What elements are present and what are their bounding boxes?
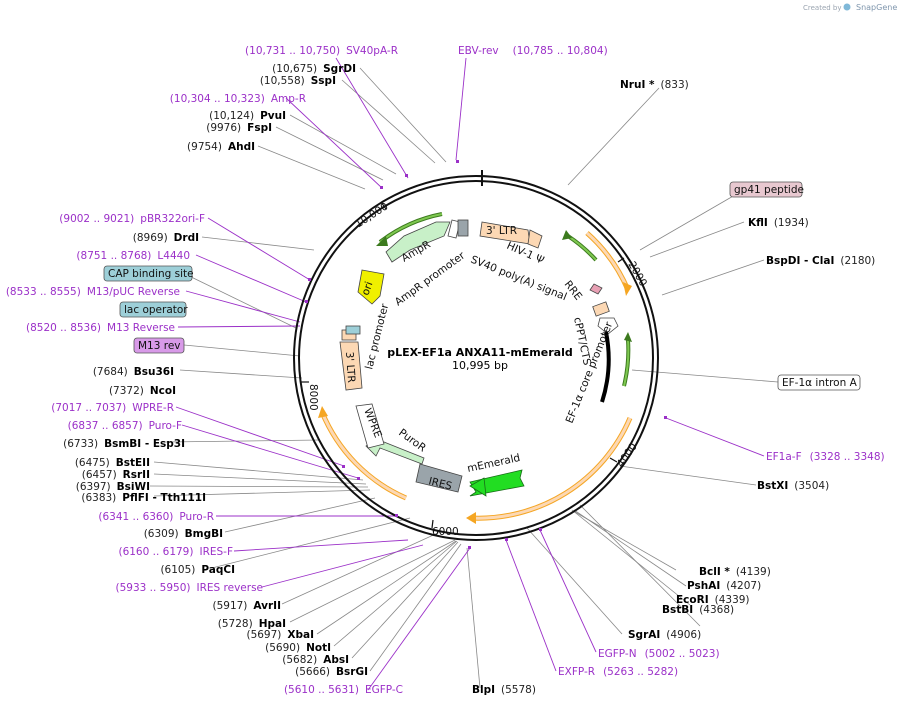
feature-label-ires: IRES (427, 475, 453, 492)
feature-label-ori: ori (360, 280, 376, 297)
site-ecori[interactable]: EcoRI(4339) (676, 594, 750, 606)
primer-egfp-n[interactable]: EGFP-N(5002 .. 5023) (598, 648, 720, 660)
rre-feature[interactable] (589, 283, 603, 295)
site-avrii[interactable]: (5917)AvrII (212, 600, 281, 612)
primer-ef1a-f[interactable]: EF1a-F(3328 .. 3348) (766, 451, 885, 463)
site-hpai[interactable]: (5728)HpaI (218, 618, 286, 630)
tick-marks (301, 201, 625, 529)
site-rsrii[interactable]: (6457)RsrII (82, 469, 150, 481)
feature-label-memerald: mEmerald (466, 452, 521, 475)
snapgene-logo-icon (843, 3, 851, 11)
site-bsrgi[interactable]: (5666)BsrGI (295, 666, 368, 678)
cap-binding-box[interactable] (103, 265, 193, 282)
plasmid-length: 10,995 bp (452, 359, 508, 372)
site-bsmbi-esp3i[interactable]: (6733)BsmBI - Esp3I (63, 438, 185, 450)
primer-pbr322ori-f[interactable]: (9002 .. 9021)pBR322ori-F (59, 213, 205, 225)
site-pshai[interactable]: PshAI(4207) (687, 580, 761, 592)
gp41-label: gp41 peptide (734, 184, 804, 196)
ltr-small-box (527, 229, 543, 249)
gray-feature (457, 219, 469, 237)
site-bsiwi[interactable]: (6397)BsiWI (76, 481, 150, 493)
tick-label-8000: 8000 (307, 384, 319, 411)
m13-rev-box[interactable] (133, 337, 185, 354)
primer-amp-r[interactable]: (10,304 .. 10,323)Amp-R (170, 93, 306, 105)
primer-puro-r[interactable]: (6341 .. 6360)Puro-R (98, 511, 214, 523)
memerald-arrowhead (469, 477, 487, 497)
green-arcs (376, 212, 632, 387)
site-bstxi[interactable]: BstXI(3504) (757, 480, 829, 492)
site-absi[interactable]: (5682)AbsI (282, 654, 349, 666)
site-drdi[interactable]: (8969)DrdI (133, 232, 199, 244)
primer-l4440[interactable]: (8751 .. 8768)L4440 (76, 250, 190, 262)
site-fspi[interactable]: (9976)FspI (206, 122, 272, 134)
feature-label-sv40-polya: SV40 poly(A) signal (469, 254, 569, 304)
primer-leader-lines (175, 57, 765, 691)
primer-ring-marks (305, 160, 667, 549)
site-nrui[interactable]: NruI *(833) (620, 79, 689, 91)
site-bspdi-clai[interactable]: BspDI - ClaI(2180) (766, 255, 875, 267)
tick-label-10000: 10,000 (353, 200, 390, 230)
site-ahdi[interactable]: (9754)AhdI (187, 141, 255, 153)
ampr-feature[interactable] (385, 221, 451, 263)
site-pflfi-tth111i[interactable]: (6383)PflFI - Tth111I (81, 492, 206, 504)
primer-exfp-r[interactable]: EXFP-R(5263 .. 5282) (558, 666, 678, 678)
tick-label-2000: 2000 (625, 260, 649, 289)
site-kfli[interactable]: KflI(1934) (748, 217, 809, 229)
site-noti[interactable]: (5690)NotI (265, 642, 331, 654)
site-sgrai[interactable]: SgrAI(4906) (628, 629, 701, 641)
primer-m13-reverse[interactable]: (8520 .. 8536)M13 Reverse (26, 322, 175, 334)
primer-ebv-rev[interactable]: EBV-rev(10,785 .. 10,804) (458, 45, 608, 57)
site-bstbi[interactable]: BstBI(4368) (662, 604, 734, 616)
ef1a-intron-feature[interactable] (600, 331, 611, 403)
site-bsteii[interactable]: (6475)BstEII (75, 457, 150, 469)
feature-label-lac-promoter: lac promoter (363, 302, 391, 371)
lac-operator-label-box[interactable] (119, 301, 187, 318)
primer-wpre-r[interactable]: (7017 .. 7037)WPRE-R (51, 402, 174, 414)
site-bcli[interactable]: BclI *(4139) (699, 566, 771, 578)
site-pvui[interactable]: (10,124)PvuI (209, 110, 286, 122)
ampr-promoter-feature[interactable] (447, 219, 461, 239)
site-bsu36i[interactable]: (7684)Bsu36I (93, 366, 174, 378)
feature-label-3ltr-top: 3' LTR (486, 225, 517, 237)
gp41-box[interactable] (729, 181, 803, 198)
primer-ires-reverse[interactable]: (5933 .. 5950)IRES reverse (116, 582, 264, 594)
cap-binding-label: CAP binding site (108, 268, 194, 280)
ires-feature[interactable] (415, 463, 463, 493)
snapgene-logo-text: SnapGene (856, 3, 897, 12)
outer-feature-arcs (318, 231, 633, 524)
feature-label-3ltr-left: 3' LTR (343, 351, 357, 383)
plasmid-title: pLEX-EF1a ANXA11-mEmerald (387, 346, 572, 359)
ori-feature[interactable] (357, 269, 385, 305)
tick-label-6000: 6000 (432, 526, 459, 538)
primer-m13-puc-reverse[interactable]: (8533 .. 8555)M13/pUC Reverse (6, 286, 180, 298)
m13-rev-label: M13 rev (138, 340, 181, 352)
primer-puro-f[interactable]: (6837 .. 6857)Puro-F (68, 420, 182, 432)
ltr-3-left-feature[interactable] (339, 341, 363, 391)
ef1a-intron-label: EF-1α intron A (782, 377, 858, 389)
lac-operator-box (345, 325, 361, 335)
site-ncoi[interactable]: (7372)NcoI (109, 385, 176, 397)
site-bmgbi[interactable]: (6309)BmgBI (144, 528, 223, 540)
plasmid-backbone (293, 170, 659, 541)
tick-label-4000: 4000 (615, 441, 640, 470)
site-paqci[interactable]: (6105)PaqCI (160, 564, 235, 576)
ef1a-core-promoter-feature[interactable] (597, 317, 619, 335)
lac-operator-label: lac operator (124, 304, 188, 316)
primer-egfp-c[interactable]: (5610 .. 5631)EGFP-C (284, 684, 403, 696)
cppt-feature[interactable] (592, 301, 610, 317)
site-xbai[interactable]: (5697)XbaI (246, 629, 314, 641)
site-sgrdi[interactable]: (10,675)SgrDI (272, 63, 356, 75)
wpre-feature[interactable] (355, 403, 385, 449)
credit-text: Created by (803, 4, 842, 12)
ef1a-intron-box[interactable] (777, 374, 861, 391)
primer-sv40pa-r[interactable]: (10,731 .. 10,750)SV40pA-R (245, 45, 398, 57)
site-blpi[interactable]: BlpI(5578) (472, 684, 536, 696)
site-sspi[interactable]: (10,558)SspI (260, 75, 336, 87)
primer-ires-f[interactable]: (6160 .. 6179)IRES-F (118, 546, 233, 558)
